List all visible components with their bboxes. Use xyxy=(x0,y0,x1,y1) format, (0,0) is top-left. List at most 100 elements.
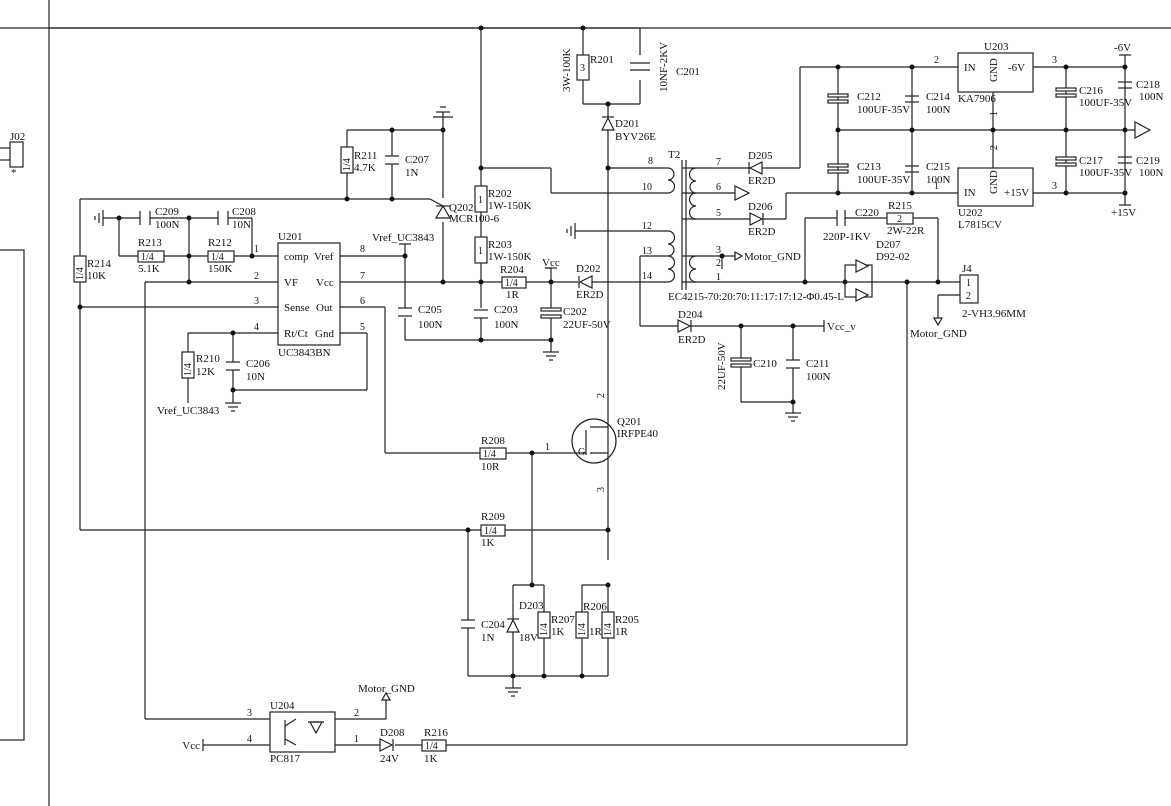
resistor-r216: 1/4 R216 1K xyxy=(421,727,448,765)
u201-pinnum: 6 xyxy=(360,296,365,307)
u203-out: -6V xyxy=(1008,62,1025,74)
u201-part: UC3843BN xyxy=(278,347,331,359)
components-c208-ref-label: C208 xyxy=(232,206,256,218)
q202-ref: Q202 xyxy=(449,202,473,214)
components-r211-ref-label: R211 xyxy=(354,150,377,162)
net-neg6v: -6V xyxy=(1114,42,1131,54)
optocoupler-u204: U204 PC817 3 4 2 1 xyxy=(247,700,359,765)
t2-part: EC4215-70:20:70:11:17:17:12-Φ0.45-L xyxy=(668,291,844,303)
components-c215-ref-label: C215 xyxy=(926,161,950,173)
components-r206-value-label: 1R xyxy=(589,626,603,638)
components-c214-ref-label: C214 xyxy=(926,91,950,103)
resistor-r212: 1/4 R212 150K xyxy=(207,237,235,275)
junctions xyxy=(77,25,1128,679)
earth-ground-icon xyxy=(566,223,576,239)
components-r204-ref-label: R204 xyxy=(500,264,524,276)
u202-pin: 2 xyxy=(989,145,1000,150)
net-pos15v: +15V xyxy=(1111,207,1136,219)
signal-ground-icon xyxy=(734,250,744,262)
components-r201-ref-label: R201 xyxy=(590,54,614,66)
u202-in: IN xyxy=(964,187,976,199)
components-r214-value-label: 10K xyxy=(87,270,106,282)
components-d205-part-label: ER2D xyxy=(748,175,776,187)
net-motor-gnd-t2: Motor_GND xyxy=(744,251,801,263)
components-r212-value-label: 150K xyxy=(208,263,233,275)
j02-mark: * xyxy=(11,167,17,179)
components-r210-value-label: 12K xyxy=(196,366,215,378)
u201-pinnum: 1 xyxy=(254,244,259,255)
q201-pin: 2 xyxy=(596,393,607,398)
components-c219-value-label: 100N xyxy=(1139,167,1164,179)
components-r216-ref-label: R216 xyxy=(424,727,448,739)
u202-pin: 1 xyxy=(934,181,939,192)
net-vcc-v: Vcc_v xyxy=(827,321,856,333)
components-c201-value-label: 10NF-2KV xyxy=(658,42,670,92)
components-c213-value-label: 100UF-35V xyxy=(857,174,910,186)
components-c220-value-label: 220P-1KV xyxy=(823,231,871,243)
components-c212-value-label: 100UF-35V xyxy=(857,104,910,116)
connector-j4: J4 1 2 2-VH3.96MM xyxy=(959,263,1026,320)
components-r207-ref-label: R207 xyxy=(551,614,575,626)
u201-pin-vref: Vref xyxy=(314,251,334,263)
ground-icon xyxy=(543,351,559,361)
net-motor-gnd-j4: Motor_GND xyxy=(910,328,967,340)
components-r215-ref-label: R215 xyxy=(888,200,912,212)
j02-label: J02 xyxy=(10,131,25,143)
t2-pin: 13 xyxy=(642,246,652,257)
components-c209-ref-label: C209 xyxy=(155,206,179,218)
net-motor-gnd-opto: Motor_GND xyxy=(358,683,415,695)
components-c203-value-label: 100N xyxy=(494,319,519,331)
components-r212-body-label: 1/4 xyxy=(211,252,224,263)
u204-ref: U204 xyxy=(270,700,295,712)
components-d207-ref-label: D207 xyxy=(876,239,901,251)
scr-q202: Q202 MCR100-6 xyxy=(434,202,500,225)
components-r212-ref-label: R212 xyxy=(208,237,232,249)
transformer-t2: T2 EC4215-70:20:70:11:17:17:12-Φ0.45-L 8… xyxy=(642,149,844,303)
components-c201-ref-label: C201 xyxy=(676,66,700,78)
components-r203-value-label: 1W-150K xyxy=(488,251,531,263)
u202-out: +15V xyxy=(1004,187,1029,199)
capacitor-c201: C201 10NF-2KV xyxy=(630,42,700,92)
components-r216-body-label: 1/4 xyxy=(425,741,438,752)
components-c208-value-label: 10N xyxy=(232,219,251,231)
components-j4-ref-label: J4 xyxy=(962,263,972,275)
signal-ground-icon xyxy=(1134,121,1152,139)
net-vcc-opto: Vcc xyxy=(182,740,200,752)
components-c204-ref-label: C204 xyxy=(481,619,505,631)
t2-pin: 1 xyxy=(716,272,721,283)
u202-pin: 3 xyxy=(1052,181,1057,192)
u204-pin: 4 xyxy=(247,734,252,745)
q202-part: MCR100-6 xyxy=(449,213,500,225)
components-r216-value-label: 1K xyxy=(424,753,438,765)
net-vcc: Vcc xyxy=(542,257,560,269)
components-c212-ref-label: C212 xyxy=(857,91,881,103)
u203-pin: 3 xyxy=(1052,55,1057,66)
u201-pin-comp: comp xyxy=(284,251,309,263)
net-vref-bottom: Vref_UC3843 xyxy=(157,405,220,417)
components-c216-value-label: 100UF-35V xyxy=(1079,97,1132,109)
components-d202-ref-label: D202 xyxy=(576,263,600,275)
components-r215-body-label: 2 xyxy=(897,214,902,225)
t2-pin: 6 xyxy=(716,182,721,193)
components-r206-body-label: 1/4 xyxy=(577,623,588,636)
u204-pin: 1 xyxy=(354,734,359,745)
